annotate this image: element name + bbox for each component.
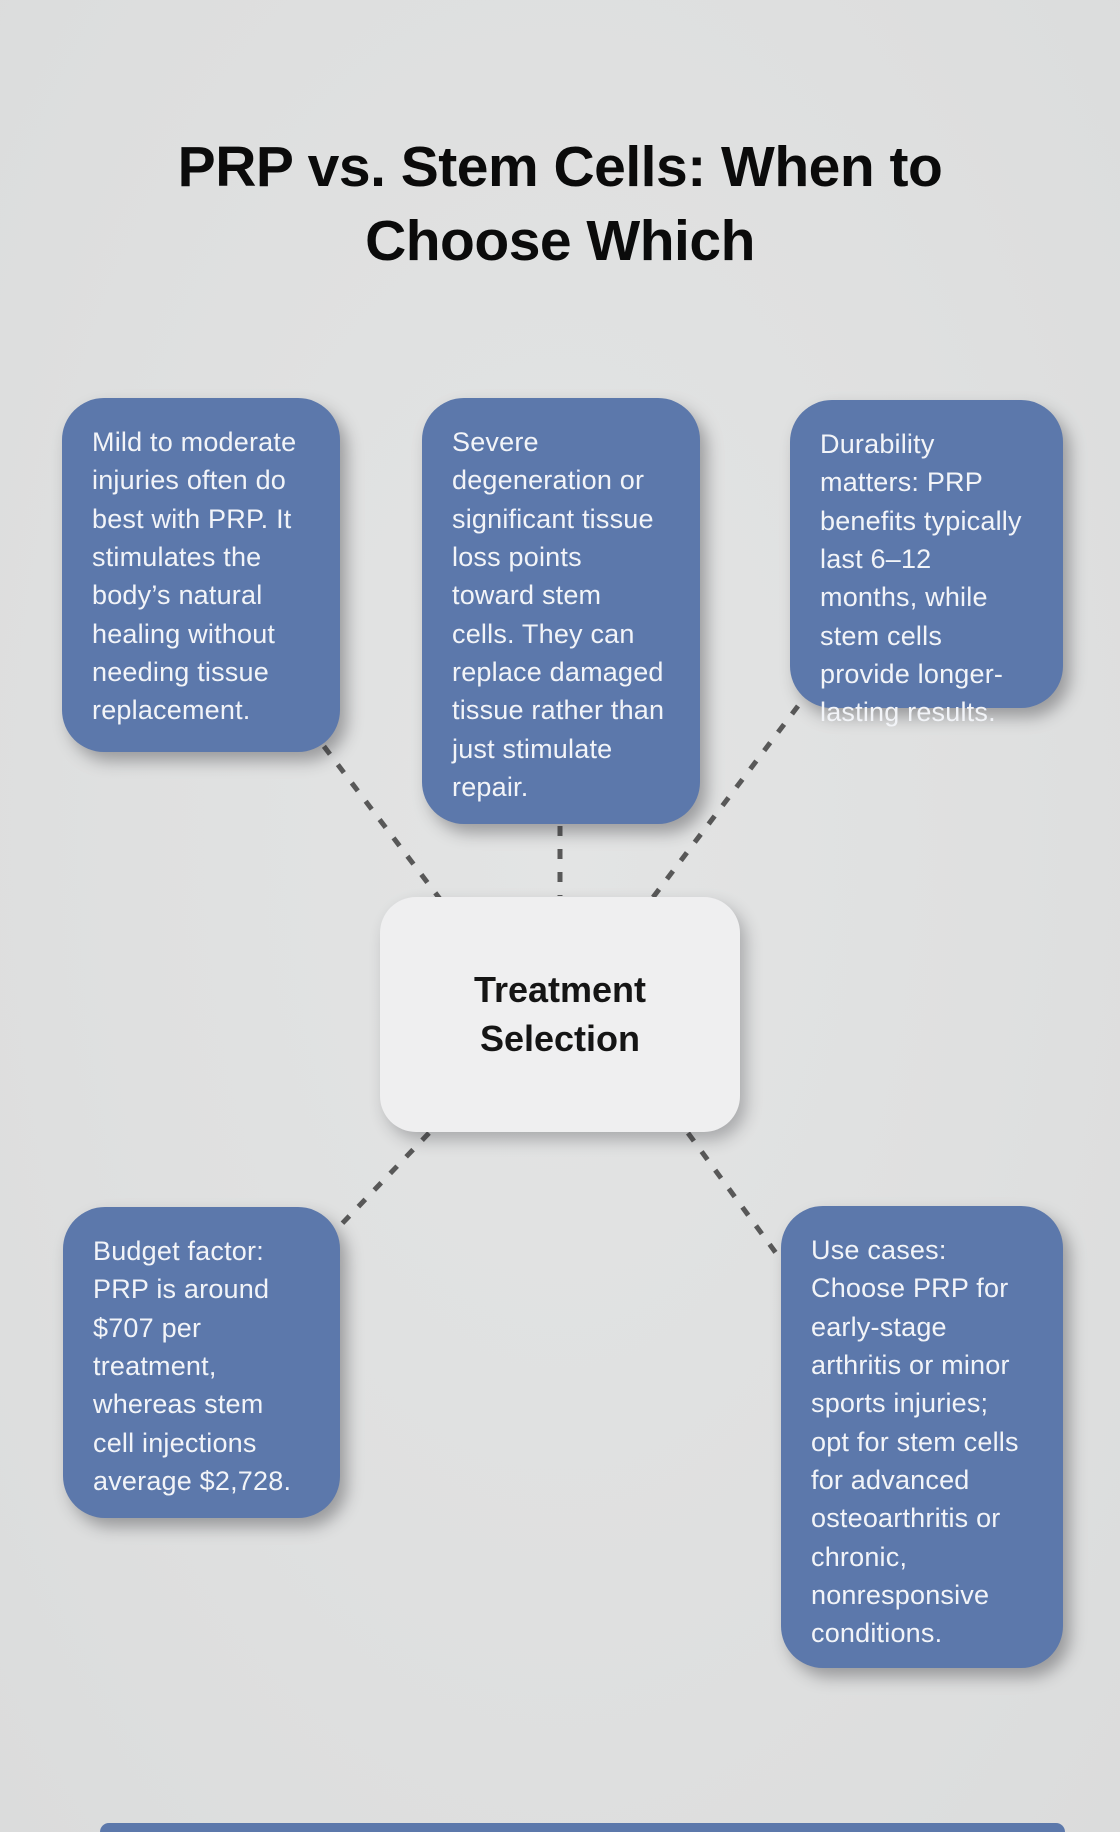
branch-box-prp-mild-injuries: Mild to moderate injuries often do best … — [62, 398, 340, 752]
branch-box-use-cases: Use cases: Choose PRP for early-stage ar… — [781, 1206, 1063, 1668]
branch-box-text: Severe degeneration or significant tissu… — [452, 427, 665, 802]
branch-box-text: Budget factor: PRP is around $707 per tr… — [93, 1236, 292, 1496]
branch-box-stem-cells-severe-degeneration: Severe degeneration or significant tissu… — [422, 398, 700, 824]
branch-box-text: Use cases: Choose PRP for early-stage ar… — [811, 1235, 1019, 1649]
branch-box-text: Durability matters: PRP benefits typical… — [820, 429, 1022, 728]
branch-box-budget: Budget factor: PRP is around $707 per tr… — [63, 1207, 340, 1518]
center-node-treatment-selection: Treatment Selection — [380, 897, 740, 1132]
cropped-node-top-edge — [100, 1823, 1065, 1832]
branch-box-text: Mild to moderate injuries often do best … — [92, 427, 297, 726]
page-title: PRP vs. Stem Cells: When to Choose Which — [177, 135, 943, 274]
connector-line-use-cases — [685, 1131, 787, 1266]
connector-line-budget — [332, 1131, 431, 1234]
branch-box-durability: Durability matters: PRP benefits typical… — [790, 400, 1063, 727]
center-node-label: Treatment Selection — [473, 968, 647, 1059]
